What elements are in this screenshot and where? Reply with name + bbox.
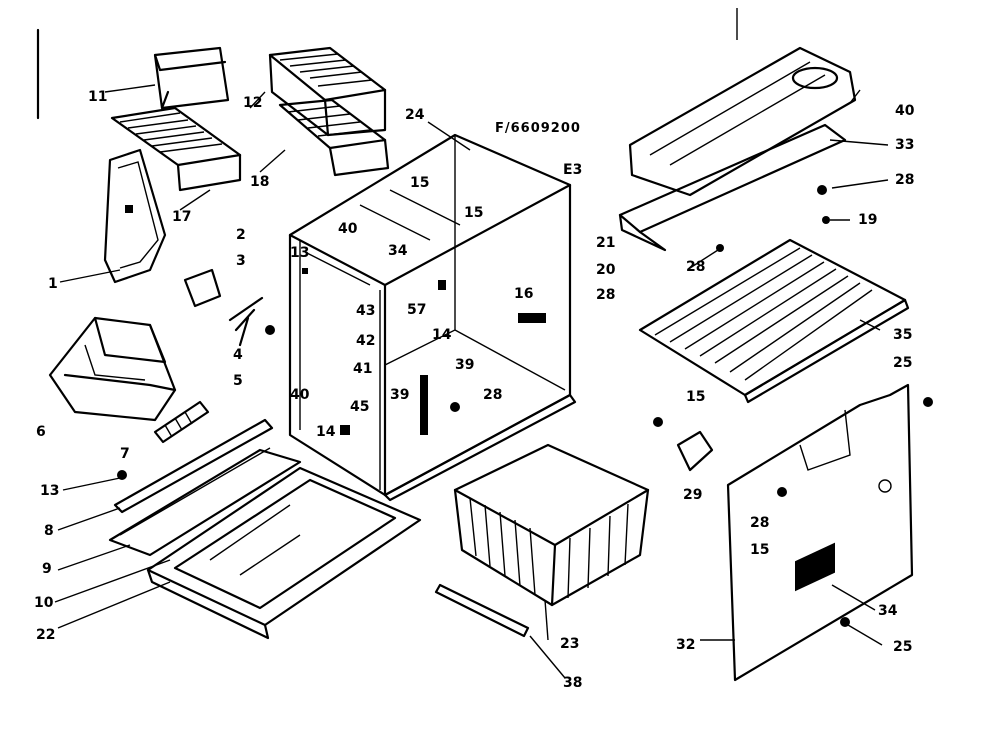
callout-label: 42	[356, 333, 376, 349]
callout-label: 13	[40, 483, 60, 499]
callout-label: 34	[388, 243, 408, 259]
part-29-bracket	[676, 430, 714, 472]
callout-label: 17	[172, 209, 192, 225]
callout-label: 6	[36, 424, 46, 440]
callout-label: 41	[353, 361, 373, 377]
part-32-rear-panel	[726, 383, 914, 682]
callout-label: 39	[390, 387, 410, 403]
callout-label: 25	[893, 355, 913, 371]
part-18-crisper-shelf	[278, 98, 390, 177]
callout-label: 22	[36, 627, 56, 643]
parts-2-5-hinge-hardware	[183, 268, 275, 347]
callout-label: 28	[750, 515, 770, 531]
callout-label: 11	[88, 89, 108, 105]
part-33-evaporator-cover	[618, 123, 847, 252]
callout-label: 43	[356, 303, 376, 319]
part-40-freezer-shelf	[628, 46, 857, 197]
callout-label: 15	[750, 542, 770, 558]
callout-label: 45	[350, 399, 370, 415]
callout-label: 21	[596, 235, 616, 251]
callout-label: 15	[686, 389, 706, 405]
callout-label: 15	[410, 175, 430, 191]
part-11-door-bin	[153, 46, 230, 110]
callout-label: 32	[676, 637, 696, 653]
callout-label: 14	[316, 424, 336, 440]
part-7-roller	[153, 400, 210, 444]
part-38-basket-rail	[434, 583, 530, 638]
callout-label: 4	[233, 347, 243, 363]
callout-label: 14	[432, 327, 452, 343]
callout-label: 18	[250, 174, 270, 190]
callout-label: 1	[48, 276, 58, 292]
callout-label: 40	[290, 387, 310, 403]
part-6-ice-bin	[48, 316, 177, 422]
callout-label: 28	[686, 259, 706, 275]
callout-label: 2	[236, 227, 246, 243]
parts-8-10-drawer-rails	[108, 418, 302, 557]
callout-label: 34	[878, 603, 898, 619]
callout-label: 24	[405, 107, 425, 123]
part-12-wire-shelf	[268, 46, 387, 137]
section-code: E3	[563, 162, 583, 178]
cabinet-liner	[288, 133, 577, 502]
callout-label: 23	[560, 636, 580, 652]
callout-label: 13	[290, 245, 310, 261]
callout-label: 40	[338, 221, 358, 237]
leader-lines	[54, 84, 889, 679]
callout-label: 28	[895, 172, 915, 188]
callout-label: 12	[243, 95, 263, 111]
callout-label: 38	[563, 675, 583, 691]
callout-label: 57	[407, 302, 427, 318]
callout-label: 25	[893, 639, 913, 655]
callout-label: 8	[44, 523, 54, 539]
callout-label: 16	[514, 286, 534, 302]
callout-label: 9	[42, 561, 52, 577]
callout-label: 35	[893, 327, 913, 343]
callout-label: 10	[34, 595, 54, 611]
callout-label: 28	[483, 387, 503, 403]
part-17-control-panel	[110, 106, 242, 192]
part-35-wire-shelf	[638, 238, 910, 404]
callout-label: 39	[455, 357, 475, 373]
callout-label: 28	[596, 287, 616, 303]
callout-label: 29	[683, 487, 703, 503]
callout-label: 20	[596, 262, 616, 278]
callout-label: 15	[464, 205, 484, 221]
model-number: F/6609200	[495, 121, 581, 136]
part-22-drawer-pan	[146, 466, 422, 640]
part-1-side-bracket	[103, 148, 167, 284]
callout-label: 7	[120, 446, 130, 462]
callout-label: 40	[895, 103, 915, 119]
callout-label: 3	[236, 253, 246, 269]
callout-label: 19	[858, 212, 878, 228]
callout-label: 33	[895, 137, 915, 153]
callout-label: 5	[233, 373, 243, 389]
part-23-wire-basket	[453, 443, 650, 607]
